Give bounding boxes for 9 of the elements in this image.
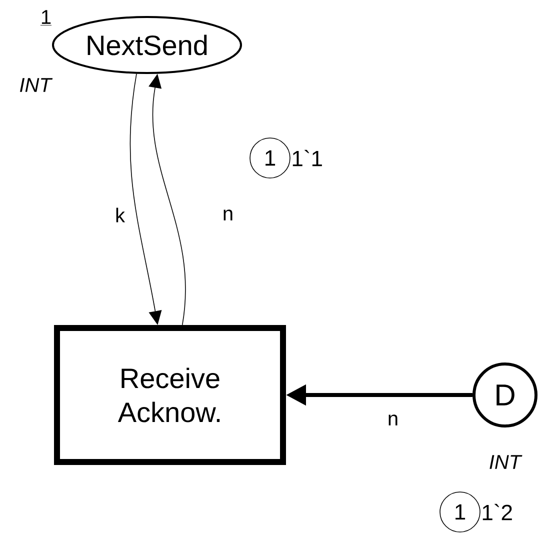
initial-marking: 1	[40, 10, 52, 26]
colour-set-label: INT	[20, 78, 53, 92]
marking-text: 1`1	[292, 150, 322, 166]
marking-text: 1`2	[482, 504, 512, 520]
colour-set-label: INT	[490, 455, 522, 469]
edge-label: k	[114, 206, 126, 224]
transition-box: Receive Acknow.	[54, 325, 286, 465]
edge-label: n	[386, 414, 400, 426]
edge-label: n	[221, 208, 235, 222]
